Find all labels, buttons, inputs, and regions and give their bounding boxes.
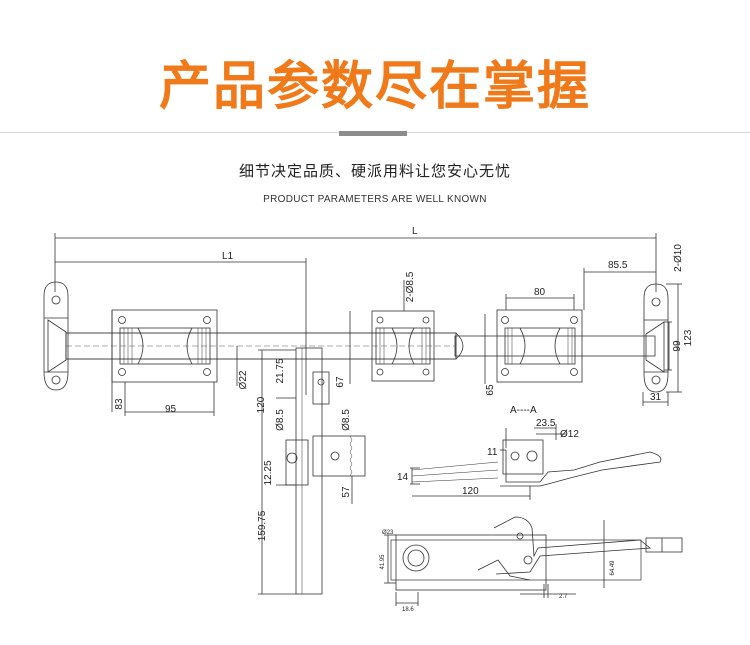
- dim-99: 99: [672, 340, 683, 352]
- dim-83: 83: [114, 398, 125, 410]
- dim-12-25: 12.25: [263, 460, 274, 485]
- dim-57: 57: [341, 486, 352, 498]
- divider-accent: [339, 131, 407, 136]
- dimension-labels: L L1 85.5 2-Ø10 2-Ø8.5 80 123 99 31 83 9…: [114, 226, 694, 613]
- dim-2-7: 2.7: [559, 594, 568, 600]
- dim-085-b: Ø8.5: [341, 409, 352, 431]
- dim-120-section: 120: [462, 486, 479, 497]
- dim-2-085: 2-Ø8.5: [405, 271, 416, 302]
- subtitle-english: PRODUCT PARAMETERS ARE WELL KNOWN: [263, 194, 487, 205]
- dim-120-lock: 120: [256, 396, 267, 413]
- dim-L: L: [412, 226, 418, 237]
- dim-2-010: 2-Ø10: [673, 244, 684, 272]
- dim-23-5: 23.5: [536, 418, 556, 429]
- dim-159-75: 159.75: [257, 510, 268, 541]
- dim-123: 123: [683, 329, 694, 346]
- main-bar-assembly: [43, 233, 682, 416]
- page-title: 产品参数尽在掌握: [158, 57, 591, 117]
- dim-85-5: 85.5: [608, 260, 628, 271]
- dim-023: Ø23: [382, 530, 394, 536]
- dim-085-a: Ø8.5: [275, 409, 286, 431]
- dim-18-6: 18.6: [402, 607, 414, 613]
- subtitle: 细节决定品质、硬派用料让您安心无忧: [238, 162, 511, 180]
- dim-31: 31: [650, 392, 662, 403]
- dim-012: Ø12: [560, 429, 579, 440]
- dim-022: Ø22: [238, 370, 249, 389]
- dim-11: 11: [487, 447, 498, 458]
- section-label: A----A: [510, 405, 537, 416]
- dim-64-49: 64.49: [610, 560, 616, 576]
- dim-41-95: 41.95: [380, 554, 386, 570]
- handle-view: [384, 516, 683, 606]
- dim-L1: L1: [222, 251, 234, 262]
- section-aa-view: [410, 424, 662, 500]
- lock-assembly: [258, 347, 366, 595]
- dim-95: 95: [165, 404, 177, 415]
- dim-21-75: 21.75: [275, 358, 286, 383]
- dim-67: 67: [335, 376, 346, 388]
- dim-80: 80: [534, 287, 546, 298]
- dim-65: 65: [485, 384, 496, 396]
- dim-14: 14: [397, 472, 409, 483]
